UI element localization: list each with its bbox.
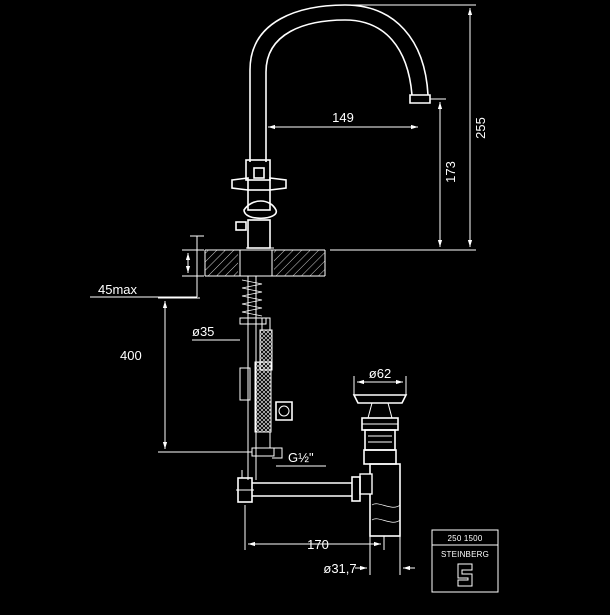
article-number: 250 1500: [448, 534, 483, 543]
dim-waste-diameter: ø62: [369, 366, 391, 381]
brand-name: STEINBERG: [441, 550, 489, 559]
dim-hose-length: 400: [120, 348, 142, 363]
dim-hose-diameter: ø35: [192, 324, 214, 339]
faucet-spout: [249, 4, 431, 162]
steinberg-logo-icon: [457, 563, 473, 587]
faucet-body: [231, 159, 287, 249]
countertop: [204, 249, 326, 277]
dimension-lines: [90, 4, 476, 575]
supply-hose: [239, 317, 293, 459]
dim-max-thickness: 45max: [98, 282, 138, 297]
dim-spout-reach: 149: [332, 110, 354, 125]
dim-connection-thread: G½": [288, 450, 314, 465]
waste-valve: [351, 394, 408, 537]
dim-total-height: 255: [473, 117, 488, 139]
title-block: 250 1500 STEINBERG: [431, 529, 499, 593]
pop-up-linkage: [236, 470, 352, 503]
dim-spout-height: 173: [443, 161, 458, 183]
dim-trap-distance: 170: [307, 537, 329, 552]
dim-pipe-diameter: ø31,7: [323, 561, 356, 576]
